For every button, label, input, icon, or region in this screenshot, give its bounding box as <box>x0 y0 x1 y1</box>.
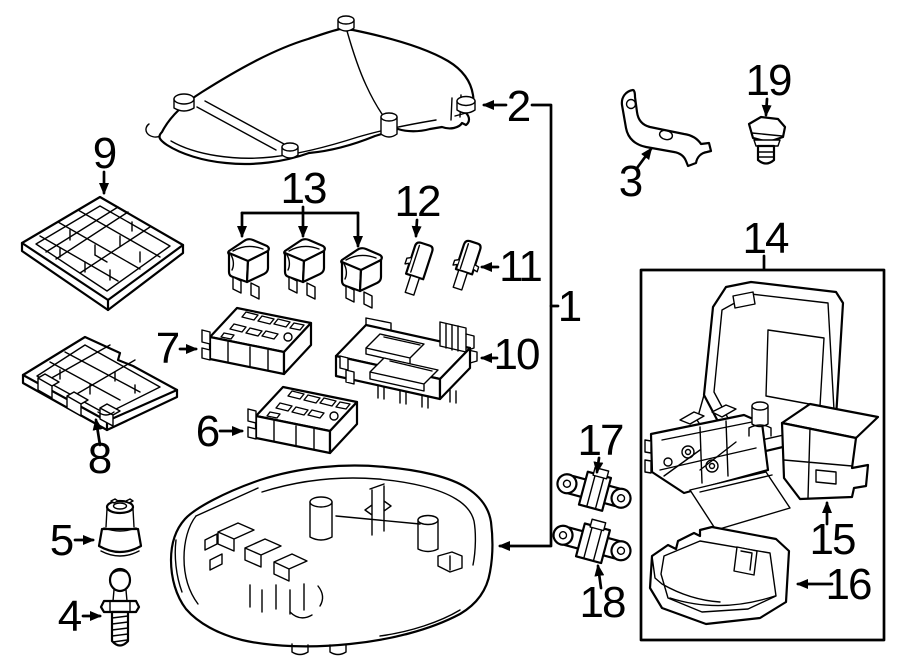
part-4-stud-bolt <box>99 567 141 647</box>
callout-5-label: 5 <box>50 516 73 565</box>
callout-3-label: 3 <box>619 157 642 206</box>
callout-12-label: 12 <box>395 177 440 226</box>
callout-12-leader <box>411 218 422 238</box>
callout-17-label: 17 <box>578 416 623 465</box>
callout-7-label: 7 <box>156 324 179 373</box>
callout-15-label: 15 <box>810 515 855 564</box>
part-7-fuse-holder <box>200 306 313 376</box>
callout-19-leader <box>761 97 772 117</box>
callout-10-label: 10 <box>494 330 539 379</box>
cover-peg <box>173 15 476 159</box>
part-13-relay-a <box>227 238 270 301</box>
callout-6-label: 6 <box>196 407 219 456</box>
part-15-holder-assembly <box>644 401 880 531</box>
part-11-blade-fuse <box>452 239 482 291</box>
part-2-cover <box>145 15 476 166</box>
part-8-tray <box>21 335 179 432</box>
part-5-grommet <box>97 498 143 557</box>
part-18-fusible-link <box>552 518 632 565</box>
callout-18-label: 18 <box>580 578 625 627</box>
part-14-detail-box <box>639 268 886 642</box>
callout-2-label: 2 <box>507 82 530 131</box>
part-3-bracket <box>620 88 713 168</box>
callout-9-label: 9 <box>93 129 116 178</box>
callout-18-leader <box>594 564 605 590</box>
callout-16-label: 16 <box>826 560 871 609</box>
callout-3-leader <box>635 147 653 170</box>
callout-19-label: 19 <box>746 56 791 105</box>
callout-8-label: 8 <box>88 434 111 483</box>
part-1-housing <box>169 464 494 656</box>
part-6-fuse-holder <box>246 385 359 455</box>
callout-4-label: 4 <box>58 592 82 641</box>
callout-1-label: 1 <box>558 282 581 331</box>
part-17-fusible-link <box>556 466 632 512</box>
part-16-cover <box>648 525 791 626</box>
part-19-hex-bolt <box>747 115 787 165</box>
part-10-fuse-box <box>334 317 478 409</box>
callout-14-label: 14 <box>743 214 789 263</box>
callout-leaders <box>73 97 834 621</box>
part-13-relay-c <box>340 247 383 310</box>
callout-labels: 9 2 13 12 11 1 10 7 6 8 5 4 3 19 14 17 1… <box>50 56 873 641</box>
callout-1-leader <box>498 103 553 551</box>
part-9-grid-tray <box>20 195 185 312</box>
callout-8-leader <box>92 418 103 447</box>
part-13-relay-b <box>283 238 326 301</box>
callout-13-label: 13 <box>281 164 326 213</box>
part-12-blade-fuse <box>404 241 434 296</box>
callout-17-leader <box>593 456 604 474</box>
callout-11-label: 11 <box>499 242 541 291</box>
